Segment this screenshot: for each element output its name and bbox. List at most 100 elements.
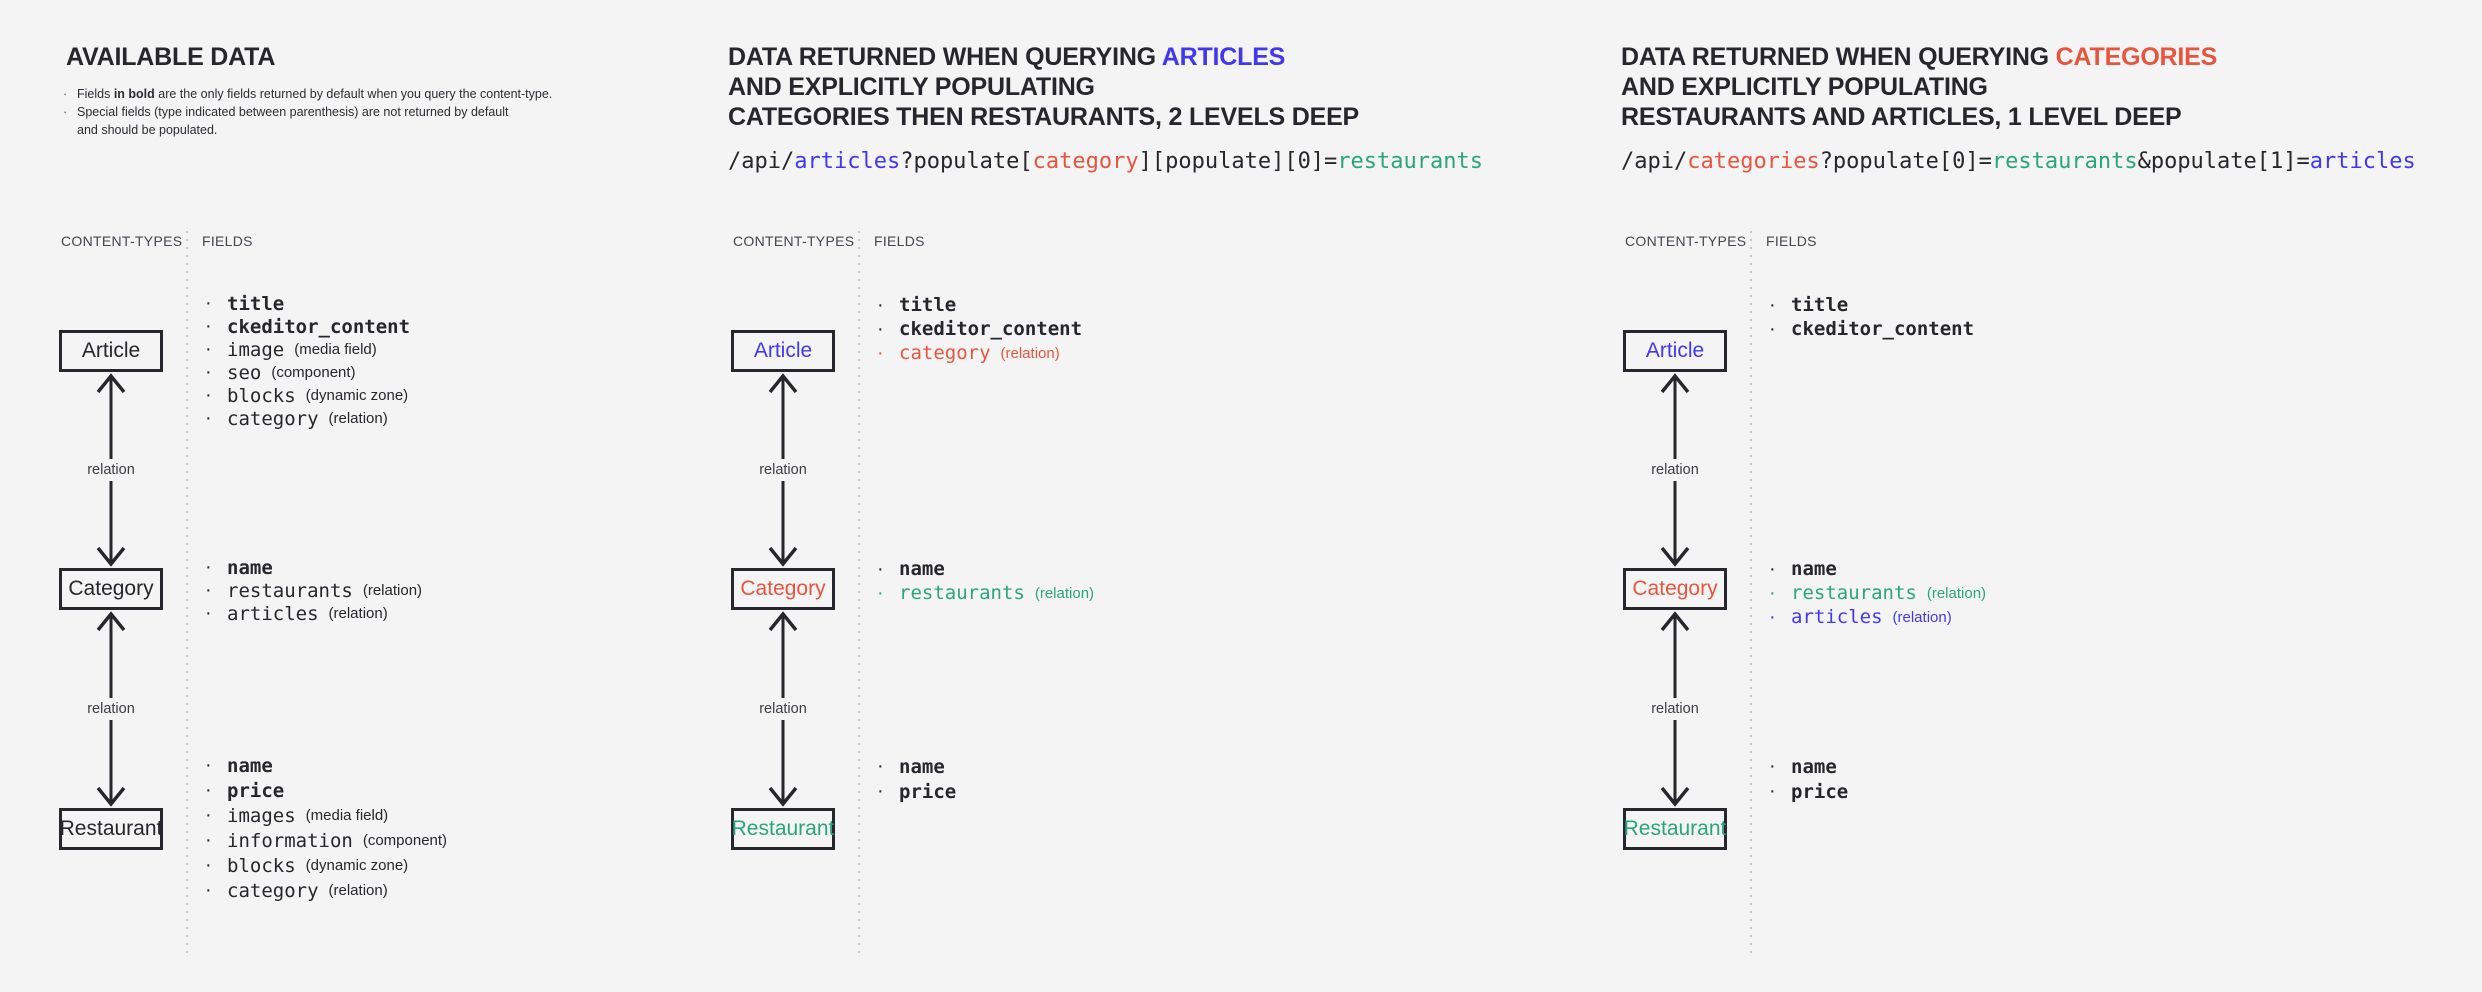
field-name: name [227,754,273,777]
relation-arrow: relation [1645,372,1705,568]
field-name: title [899,294,957,316]
fields-list-category: ·name·restaurants(relation)·articles(rel… [1769,557,1986,629]
api-query: /api/articles?populate[category][populat… [728,149,1483,174]
relation-label: relation [753,459,813,481]
note-bullet [63,121,77,139]
section-available-data: AVAILABLE DATA ·Fields in bold are the on… [59,0,779,992]
field-name: ckeditor_content [227,315,411,338]
field-bullet: · [205,556,212,578]
field-row: ·seo(component) [205,361,410,384]
note-item: ·Fields in bold are the only fields retu… [63,85,552,103]
field-bullet: · [1769,581,1776,604]
field-name: name [227,556,273,579]
relation-label: relation [81,698,141,720]
api-segment: ][populate][0]= [1138,149,1338,174]
field-bullet: · [205,338,212,360]
api-query: /api/categories?populate[0]=restaurants&… [1621,149,2416,174]
field-bullet: · [205,407,212,429]
column-header-fields: FIELDS [1766,233,1817,249]
title-text: AND EXPLICITLY POPULATING [728,73,1095,101]
fields-list-category: · name·restaurants(relation) [877,557,1094,605]
content-type-label: Article [1645,339,1705,362]
field-row: ·title [1769,293,1974,317]
note-text: are the only fields returned by default … [154,87,553,101]
field-row: ·name [877,754,956,779]
column-header-fields: FIELDS [202,233,253,249]
field-name: restaurants [1791,582,1917,604]
fields-list-restaurant: ·name·price [877,754,956,804]
field-row: ·category(relation) [205,878,447,903]
title-text: DATA RETURNED WHEN QUERYING [1621,43,2056,71]
column-header-fields: FIELDS [874,233,925,249]
column-divider [186,231,188,958]
title-line: CATEGORIES THEN RESTAURANTS, 2 LEVELS DE… [728,102,1359,132]
field-row: ·category(relation) [205,407,410,430]
field-name: images [227,804,296,827]
field-row: ·ckeditor_content [205,315,410,338]
field-name: seo [227,361,262,384]
field-type: (component) [271,364,356,381]
api-segment: categories [1687,149,1820,174]
field-type: (media field) [294,341,377,358]
content-type-box-restaurant: Restaurant [59,808,163,850]
field-row: ·information(component) [205,828,447,853]
field-bullet: · [877,780,884,802]
api-segment: ?populate[ [900,149,1033,174]
field-bullet: · [205,579,212,601]
api-segment: /api/ [728,149,795,174]
field-bullet: · [205,779,212,801]
api-segment: articles [794,149,901,174]
fields-list-article: ·title·ckeditor_content·category(relatio… [877,293,1082,365]
field-bullet: · [205,292,212,314]
relation-arrow: relation [81,610,141,808]
title-line: AVAILABLE DATA [66,42,275,72]
field-type: (relation) [328,605,388,622]
content-type-box-restaurant: Restaurant [1623,808,1727,850]
field-row: ·name [1769,557,1986,581]
title-line: DATA RETURNED WHEN QUERYING CATEGORIES [1621,42,2217,72]
content-type-box-category: Category [731,568,835,610]
api-segment: ?populate[0]= [1819,149,1992,174]
fields-list-category: ·name·restaurants(relation)·articles(rel… [205,556,422,625]
field-bullet: · [877,557,884,580]
field-bullet: · [877,755,884,777]
fields-list-article: ·title·ckeditor_content [1769,293,1974,341]
field-type: (relation) [1034,584,1095,602]
field-name: name [899,558,945,580]
fields-list-restaurant: ·name·price [1769,754,1848,804]
column-header-content-types: CONTENT-TYPES [61,233,183,249]
field-row: ·image(media field) [205,338,410,361]
api-segment: restaurants [1337,149,1484,174]
field-row: ·images(media field) [205,803,447,828]
note-text: Fields [77,87,114,101]
field-bullet: · [205,879,212,901]
content-type-label: Restaurant [731,817,835,840]
column-header-content-types: CONTENT-TYPES [733,233,855,249]
field-row: ·restaurants(relation) [877,581,1094,605]
field-type: (relation) [1000,344,1060,362]
api-segment: &populate[1]= [2137,149,2310,174]
field-row: ·title [205,292,410,315]
field-bullet: · [205,829,212,851]
field-bullet: · [205,854,212,876]
relation-label: relation [1645,698,1705,720]
field-row: ·title [877,293,1082,317]
field-row: ·ckeditor_content [877,317,1082,341]
field-row: ·category(relation) [877,341,1082,365]
field-type: (component) [362,832,448,849]
content-type-label: Category [68,577,154,600]
api-segment: articles [2309,149,2416,174]
field-bullet: · [1769,780,1776,802]
field-row: ·blocks(dynamic zone) [205,853,447,878]
field-name: price [1791,780,1849,803]
field-type: (relation) [328,410,388,427]
content-type-box-article: Article [59,330,163,372]
content-type-label: Article [81,339,141,362]
field-row: ·restaurants(relation) [1769,581,1986,605]
field-bullet: · [1769,557,1776,580]
field-type: (relation) [328,882,388,899]
fields-list-restaurant: ·name·price·images(media field)·informat… [205,753,447,903]
